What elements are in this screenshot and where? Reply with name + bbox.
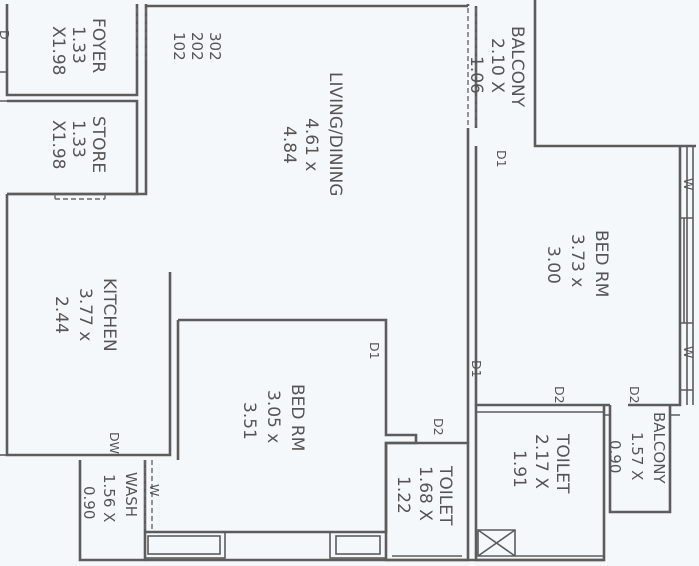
balcony-top-dim2: 1.06 [466,56,486,94]
wash-dim1: 1.56 X [100,474,118,522]
foyer-dashed-door [136,8,147,60]
living-dim1: 4.61 x [301,118,321,171]
toilet-small-dim2: 1.22 [393,476,413,514]
door-marker-d2-toiletsmall: D2 [431,418,446,436]
window-marker-w-top: W [681,178,696,190]
room-labels: FOYER 1.33 X1.98 STORE 1.33 X1.98 302 20… [48,18,668,526]
balcony-small-dim2: 0.90 [606,440,624,473]
door-window-markers: D1 D1 D1 D2 D2 D2 W W W DW D [0,30,696,496]
unit-number-202: 202 [188,32,206,61]
door-marker-d-edge: D [0,30,12,40]
door-marker-d1-bedmid: D1 [367,342,382,360]
bed-right-dim1: 3.73 x [567,234,587,287]
door-marker-d2-balcony: D2 [627,386,642,404]
window-bottom-2 [329,531,387,559]
store-dim1: 1.33 [68,120,88,158]
window-marker-w-bottom: W [681,346,696,358]
kitchen-label: KITCHEN [99,278,119,352]
bed-mid-label: BED RM [287,384,307,451]
wash-dim2: 0.90 [80,486,98,519]
wash-dashed [144,460,153,530]
store-label: STORE [88,116,108,173]
balcony-top-dim1: 2.10 X [487,38,507,93]
toilet-small-label: TOILET [435,465,455,526]
foyer-label: FOYER [88,18,108,73]
foyer-dim1: 1.33 [68,26,88,64]
toilet-large-window [477,529,516,557]
living-label: LIVING/DINING [325,72,345,196]
window-bottom-2-glass [335,535,381,555]
door-openings [54,8,477,202]
balcony-top-wall [466,0,696,148]
window-marker-w-wash: W [147,484,162,496]
store-dashed-door [54,194,106,202]
left-edge-stub [0,71,7,102]
balcony-small-wall [608,405,672,514]
door-marker-d2-toiletlarge: D2 [552,386,567,404]
unit-number-302: 302 [206,32,224,61]
kitchen-dim2: 2.44 [51,296,71,334]
bed-right-window-frame [680,146,694,405]
unit-number-102: 102 [170,32,188,61]
bed-right-label: BED RM [591,230,611,297]
window-bottom-1 [144,531,226,559]
door-marker-d1-bedright: D1 [469,360,484,378]
balcony-small-label: BALCONY [650,412,668,484]
bed-mid-dim1: 3.05 x [263,390,283,443]
bed-mid-dim2: 3.51 [239,402,259,440]
door-marker-dw: DW [107,432,122,454]
toilet-large-dim2: 1.91 [509,450,529,488]
balcony-dashed-door [467,8,477,128]
foyer-dim2: X1.98 [48,26,68,76]
store-outer-wall [7,4,148,196]
toilet-large-dim1: 2.17 X [531,434,551,489]
balcony-top-label: BALCONY [507,26,527,108]
kitchen-dim1: 3.77 x [75,288,95,341]
kitchen-right-wall [145,272,172,457]
wash-label: WASH [122,472,140,517]
window-bottom-1-glass [147,535,221,555]
living-dim2: 4.84 [279,126,299,164]
store-dim2: X1.98 [48,120,68,170]
toilet-large-label: TOILET [552,433,572,494]
balcony-small-dim1: 1.57 X [628,432,646,480]
bed-right-dim2: 3.00 [543,246,563,284]
toilet-small-dim1: 1.68 X [415,466,435,521]
door-marker-d1-balcony: D1 [494,150,509,168]
